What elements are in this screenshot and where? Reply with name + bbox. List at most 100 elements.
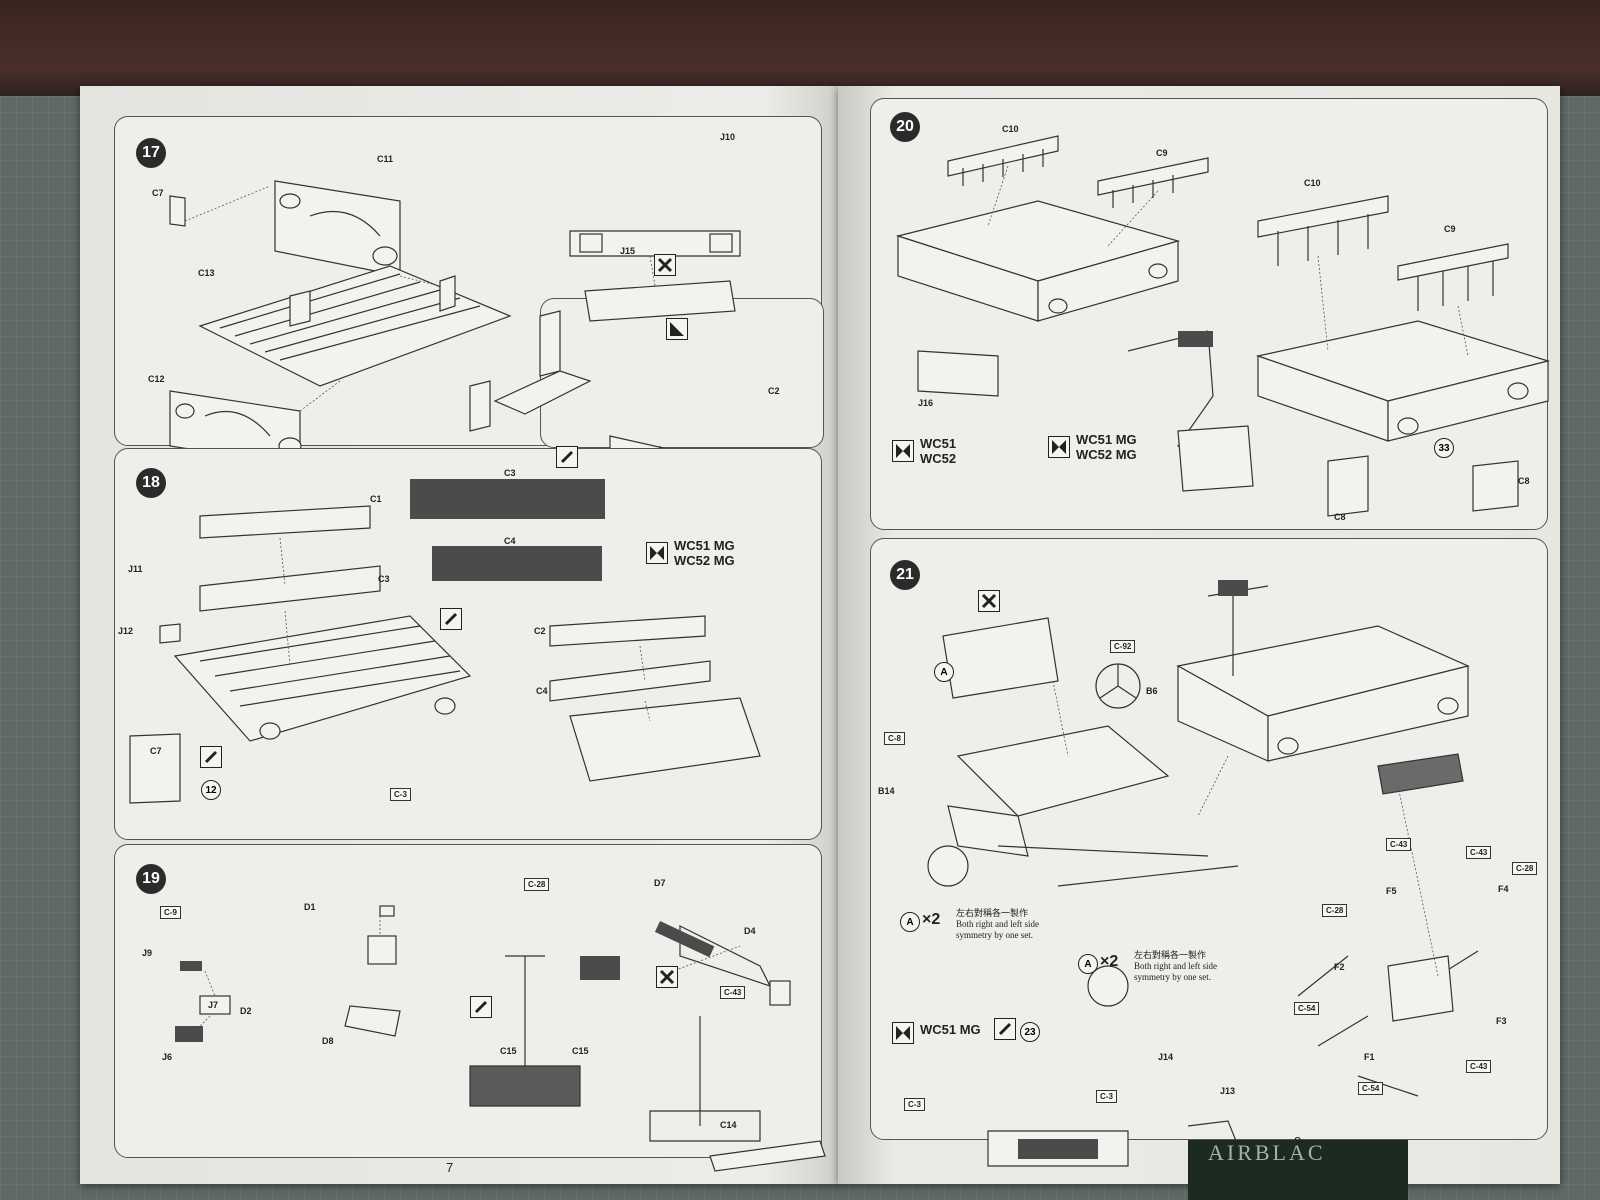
step21-multiplier-left: ×2 xyxy=(922,911,941,928)
cross-tools-icon xyxy=(659,969,675,985)
step20-variant-b-line2: WC52 MG xyxy=(1076,447,1137,462)
step21-callout-c8: C-8 xyxy=(884,732,905,745)
step21-part-j14: J14 xyxy=(1158,1052,1174,1062)
step19-callout-c9: C-9 xyxy=(160,906,181,919)
step19-part-c14: C14 xyxy=(720,1120,737,1130)
step18-part-j12: J12 xyxy=(118,626,134,636)
step21-part-f1: F1 xyxy=(1364,1052,1375,1062)
step21-callout-c92: C-92 xyxy=(1110,640,1136,653)
step18-part-c3: C3 xyxy=(378,574,390,584)
step21-callout-c28-a: C-28 xyxy=(1512,862,1538,875)
step21-callout-c3-right: C-3 xyxy=(1096,1090,1117,1103)
step21-marker-a-right: A xyxy=(1078,954,1098,974)
step19-part-j9: J9 xyxy=(142,948,153,958)
step18-part-j11: J11 xyxy=(128,564,143,574)
step17-part-j10: J10 xyxy=(720,132,736,142)
step21-part-f2: F2 xyxy=(1334,962,1345,972)
variant-pinwheel-icon xyxy=(650,546,664,560)
step18-variant-line1: WC51 MG xyxy=(674,538,735,553)
step-21-drawing xyxy=(927,580,1479,1167)
step21-variant-icon xyxy=(892,1022,914,1044)
step18-variant-label: WC51 MG WC52 MG xyxy=(674,538,735,568)
step19-paint-icon xyxy=(470,996,492,1018)
step17-part-c12: C12 xyxy=(148,374,165,384)
step20-variant-b-label: WC51 MG WC52 MG xyxy=(1076,432,1137,462)
step21-marker-a-left: A xyxy=(900,912,920,932)
paint-brush-icon xyxy=(474,1000,488,1014)
step21-part-b14: B14 xyxy=(878,786,895,796)
step17-paint-icon-top xyxy=(666,318,688,340)
step18-part-c4-dark: C4 xyxy=(504,536,516,546)
step19-part-c15-right: C15 xyxy=(572,1046,589,1056)
cutting-mat-edge xyxy=(0,0,1600,96)
step-19-number: 19 xyxy=(136,864,166,894)
step20-variant-a-line1: WC51 xyxy=(920,436,957,451)
step19-part-d4: D4 xyxy=(744,926,756,936)
step20-part-c10-b: C10 xyxy=(1304,178,1321,188)
step18-variant-icon xyxy=(646,542,668,564)
paint-brush-icon xyxy=(444,612,458,626)
step18-paint-icon xyxy=(200,746,222,768)
step21-part-f4: F4 xyxy=(1498,884,1509,894)
step20-variant-b-icon xyxy=(1048,436,1070,458)
step19-callout-c28: C-28 xyxy=(524,878,550,891)
instruction-booklet: 17 xyxy=(80,86,1560,1184)
step20-part-c9-a: C9 xyxy=(1156,148,1168,158)
step19-part-j6: J6 xyxy=(162,1052,173,1062)
variant-pinwheel-icon xyxy=(1052,440,1066,454)
step17-part-c2: C2 xyxy=(768,386,780,396)
step19-part-j7: J7 xyxy=(208,1000,219,1010)
step18-part-c4: C4 xyxy=(536,686,548,696)
step-21-number: 21 xyxy=(890,560,920,590)
step21-note-left-cn: 左右對稱各一製作 xyxy=(956,908,1029,918)
step18-callout-c3: C-3 xyxy=(390,788,411,801)
step17-cement-icon xyxy=(654,254,676,276)
step-19-panel xyxy=(114,844,822,1158)
step18-circle-ref: 12 xyxy=(201,780,221,800)
step-18-drawing xyxy=(129,479,761,804)
step18-part-c1: C1 xyxy=(370,494,382,504)
step21-marker-a-top: A xyxy=(934,662,954,682)
step19-callout-c43: C-43 xyxy=(720,986,746,999)
step21-note-right-cn: 左右對稱各一製作 xyxy=(1134,950,1207,960)
step21-callout-c28-b: C-28 xyxy=(1322,904,1348,917)
step20-part-j16: J16 xyxy=(918,398,934,408)
step19-part-d2: D2 xyxy=(240,1006,252,1016)
step21-part-f5: F5 xyxy=(1386,886,1397,896)
step21-note-left: 左右對稱各一製作 Both right and left side symmet… xyxy=(956,908,1039,941)
step21-part-b6: B6 xyxy=(1146,686,1158,696)
step19-part-d8: D8 xyxy=(322,1036,334,1046)
step21-callout-c43-a: C-43 xyxy=(1386,838,1412,851)
step19-cement-icon xyxy=(656,966,678,988)
step18-variant-line2: WC52 MG xyxy=(674,553,735,568)
paint-brush-icon xyxy=(204,750,218,764)
step21-part-j13: J13 xyxy=(1220,1086,1236,1096)
step21-multiplier-right: ×2 xyxy=(1100,953,1119,970)
left-page: 17 xyxy=(80,86,840,1184)
step-17-number: 17 xyxy=(136,138,166,168)
step-18-number: 18 xyxy=(136,468,166,498)
cross-tools-icon xyxy=(981,593,997,609)
step17-part-j15: J15 xyxy=(620,246,636,256)
step21-variant-label: WC51 MG xyxy=(920,1022,981,1037)
step21-part-f3: F3 xyxy=(1496,1016,1507,1026)
step18-paint-icon-bottom xyxy=(440,608,462,630)
step17-part-c13: C13 xyxy=(198,268,215,278)
left-page-number: 7 xyxy=(446,1160,454,1175)
step21-note-left-en2: symmetry by one set. xyxy=(956,930,1033,940)
step18-part-c2: C2 xyxy=(534,626,546,636)
step-20-number: 20 xyxy=(890,112,920,142)
step-17-drawing xyxy=(169,180,766,562)
step21-note-right-en2: symmetry by one set. xyxy=(1134,972,1211,982)
step21-circle-ref: 23 xyxy=(1020,1022,1040,1042)
step20-part-c8-a: C8 xyxy=(1334,512,1346,522)
step17-part-c7: C7 xyxy=(152,188,164,198)
paint-brush-icon xyxy=(560,450,574,464)
step19-part-d7: D7 xyxy=(654,878,666,888)
step20-variant-a-line2: WC52 xyxy=(920,451,957,466)
paint-brush-icon xyxy=(998,1022,1012,1036)
step17-part-c11: C11 xyxy=(377,154,394,164)
step19-part-c15-left: C15 xyxy=(500,1046,517,1056)
step20-part-c8-b: C8 xyxy=(1518,476,1530,486)
step21-callout-c3-left: C-3 xyxy=(904,1098,925,1111)
